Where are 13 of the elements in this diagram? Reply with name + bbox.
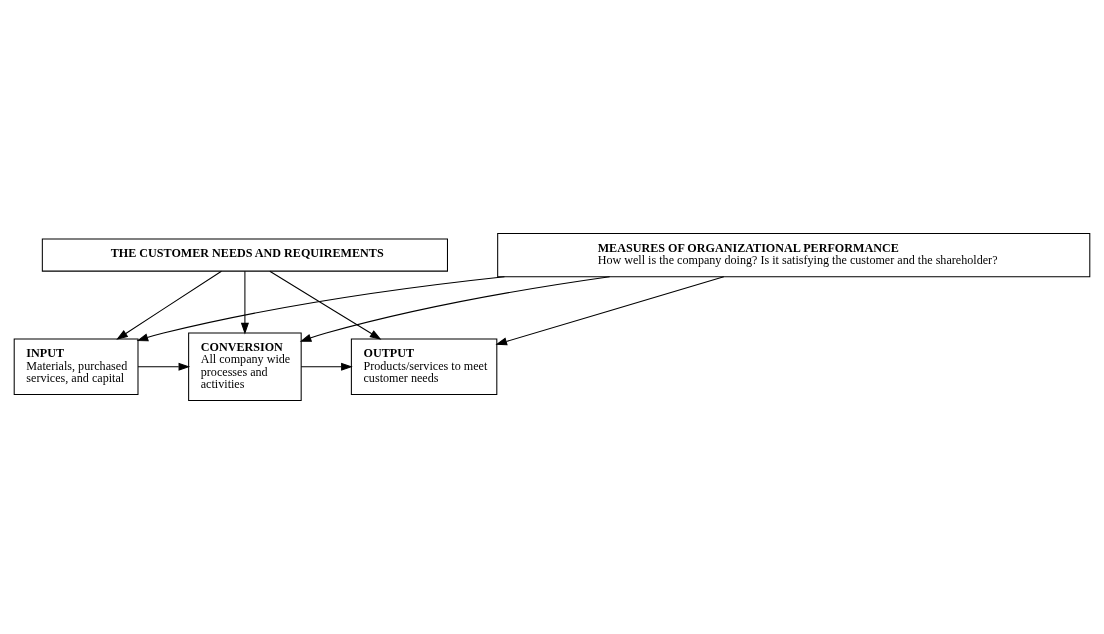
arrow xyxy=(299,276,611,342)
node-box: THE CUSTOMER NEEDS AND REQUIREMENTS xyxy=(41,238,448,272)
arrow xyxy=(269,270,382,340)
arrow xyxy=(240,270,249,335)
node-box: MEASURES OF ORGANIZATIONAL PERFORMANCE How well is the company doing? Is it satisfying the customer and the shareholder? xyxy=(497,232,1091,278)
arrow xyxy=(116,270,222,340)
arrow xyxy=(300,362,353,371)
arrow xyxy=(137,362,191,371)
node-box: INPUT Materials, purchased services, and capital xyxy=(13,338,139,395)
node-box: CONVERSION All company wide processes and activities xyxy=(188,332,302,402)
arrow xyxy=(495,276,725,346)
arrow xyxy=(136,276,505,342)
node-box: OUTPUT Products/services to meet customer needs xyxy=(350,338,498,395)
